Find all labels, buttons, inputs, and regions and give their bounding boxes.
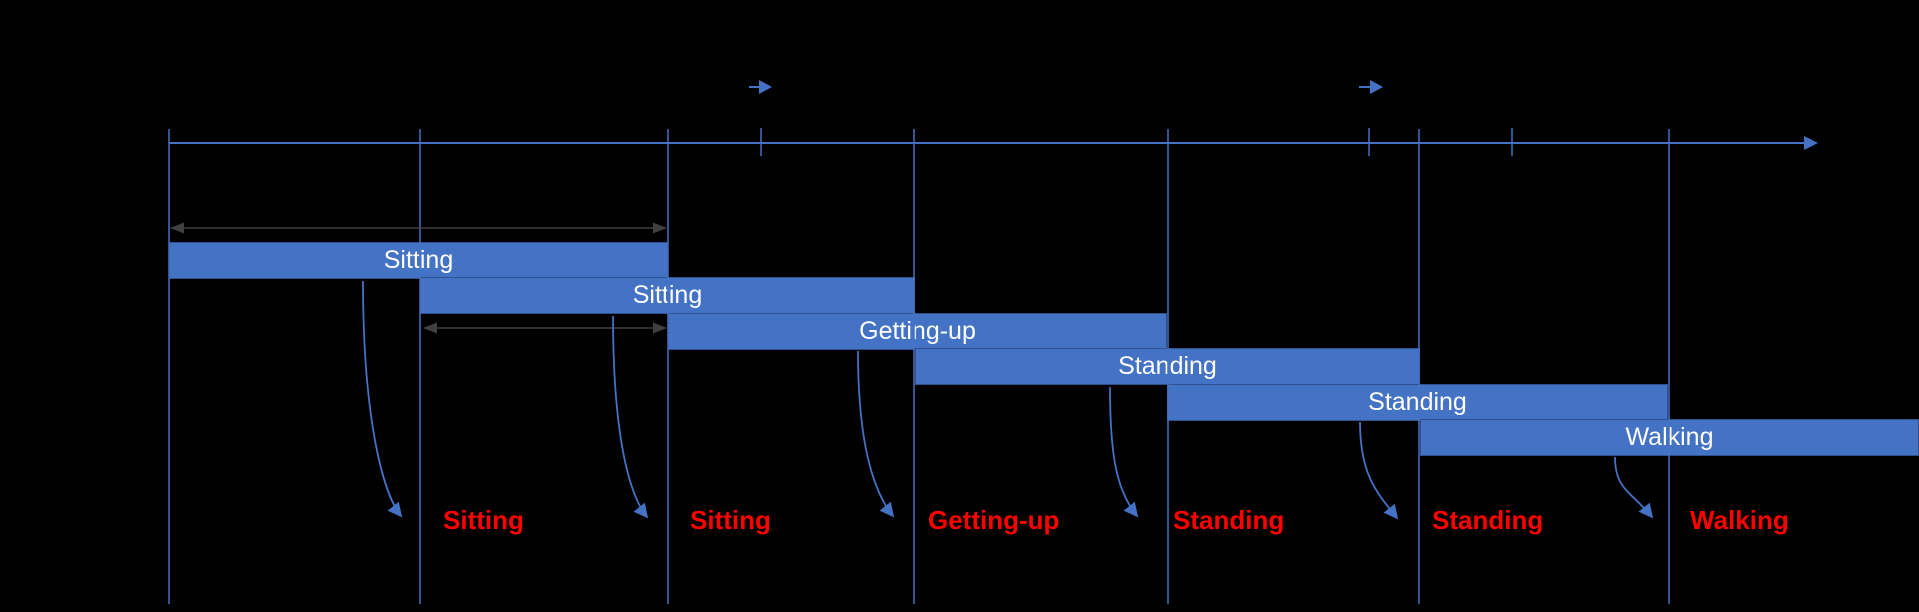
prediction-arrow xyxy=(362,280,403,518)
prediction-arrow xyxy=(857,350,895,518)
predicted-activity-label: Standing xyxy=(1173,505,1285,535)
prediction-arrow xyxy=(1614,456,1654,519)
overlap-arrow-right-head-icon xyxy=(653,322,667,334)
window-length-arrow-right-head-icon xyxy=(653,222,667,234)
predicted-activity-label: Sitting xyxy=(443,505,524,535)
predicted-activity-label: Standing xyxy=(1432,505,1544,535)
prediction-arrow xyxy=(1359,421,1399,520)
predicted-activity-label: Walking xyxy=(1690,505,1789,535)
window-bar: Sitting xyxy=(169,242,668,279)
predicted-activity-label: Getting-up xyxy=(928,505,1060,535)
slide-arrow-icon xyxy=(759,80,772,94)
predicted-activity-label: Sitting xyxy=(690,505,771,535)
prediction-arrow xyxy=(1109,386,1139,518)
window-length-arrow-left-head-icon xyxy=(170,222,184,234)
window-activity-label: Standing xyxy=(1368,388,1467,416)
window-bar: Standing xyxy=(1167,384,1668,421)
time-axis-arrowhead-icon xyxy=(1804,136,1818,150)
window-activity-label: Getting-up xyxy=(859,317,976,345)
window-activity-label: Sitting xyxy=(383,246,454,274)
slide-arrow-icon xyxy=(1370,80,1383,94)
window-bar: Getting-up xyxy=(668,313,1167,350)
prediction-arrow xyxy=(612,315,649,519)
overlap-arrow-left-head-icon xyxy=(423,322,437,334)
